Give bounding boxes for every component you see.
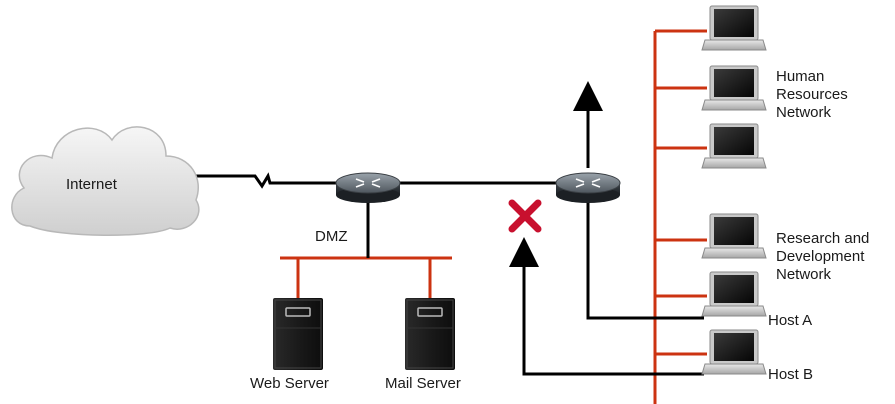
cloud-icon xyxy=(11,126,200,237)
host-a-label: Host A xyxy=(768,312,813,329)
mail-server-label: Mail Server xyxy=(385,375,461,392)
hr-network-label: Human Resources Network xyxy=(776,68,848,121)
rd-network-label: Research and Development Network xyxy=(776,230,870,283)
hr-laptop-3-icon xyxy=(701,123,767,169)
web-server-label: Web Server xyxy=(250,375,329,392)
host-b-path xyxy=(509,237,704,376)
hr-laptop-1-icon xyxy=(701,5,767,51)
dmz-label: DMZ xyxy=(315,228,348,245)
internet-label: Internet xyxy=(66,176,117,193)
host-a-laptop-icon xyxy=(701,271,767,317)
lan-trunk xyxy=(653,29,707,404)
wan-links xyxy=(180,172,558,258)
web-server-icon xyxy=(272,297,324,371)
x-mark-icon xyxy=(508,199,542,233)
host-b-label: Host B xyxy=(768,366,814,383)
internal-router-icon xyxy=(555,172,621,204)
dmz-segment xyxy=(280,256,452,298)
hr-laptop-2-icon xyxy=(701,65,767,111)
mail-server-icon xyxy=(404,297,456,371)
rd-laptop-1-icon xyxy=(701,213,767,259)
dmz-router-icon xyxy=(335,172,401,204)
host-b-laptop-icon xyxy=(701,329,767,375)
host-a-path xyxy=(586,200,704,320)
